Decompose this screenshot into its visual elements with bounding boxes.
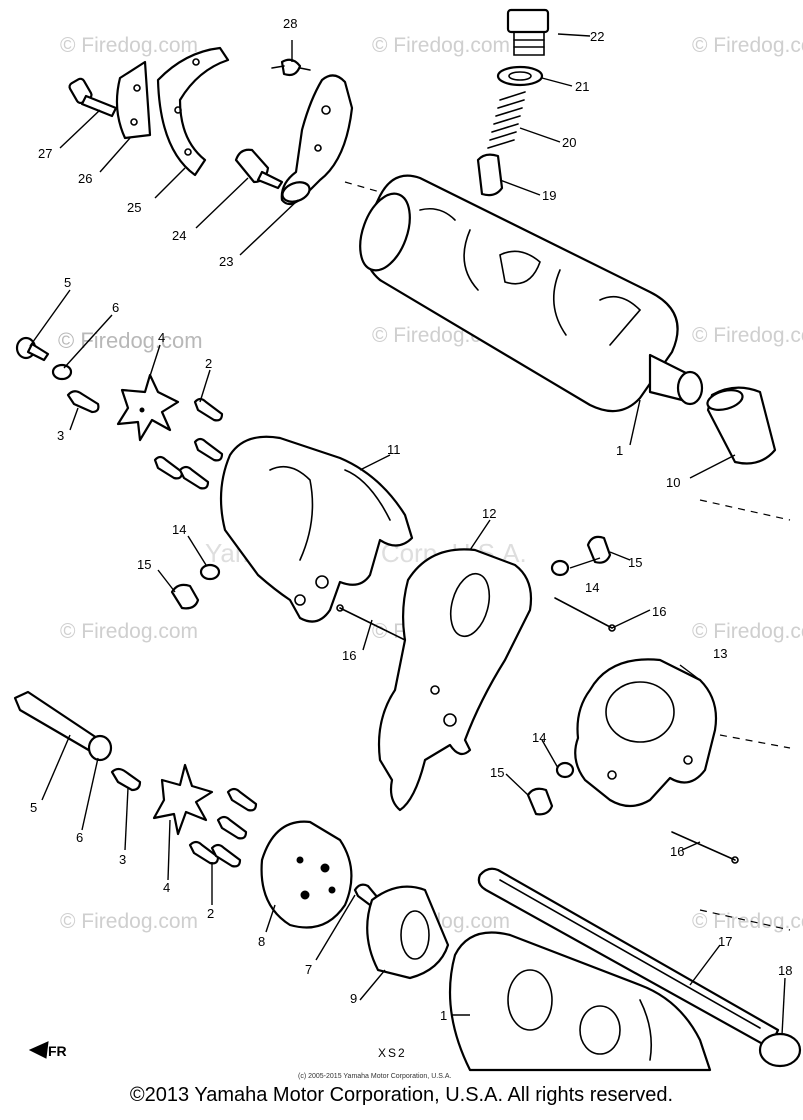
callout-26: 26 (78, 171, 92, 186)
bearing-9 (366, 885, 450, 980)
plate-26 (115, 60, 152, 140)
callout-14: 14 (585, 580, 599, 595)
screw-5-lower (13, 690, 113, 762)
callout-labels: 22 21 20 19 28 27 26 25 24 23 1 10 5 6 3… (30, 16, 792, 1023)
detent-bolt (506, 8, 550, 56)
callout-23: 23 (219, 254, 233, 269)
shift-drum-upper (359, 174, 704, 413)
front-arrow: FR (28, 1041, 67, 1059)
callout-14: 14 (172, 522, 186, 537)
shift-fork-13 (574, 658, 718, 808)
watermark: © Firedog.com (60, 620, 198, 643)
washer-6-upper (51, 363, 73, 381)
watermark: © Firedog.com (692, 324, 803, 347)
callout-16: 16 (342, 648, 356, 663)
callout-24: 24 (172, 228, 186, 243)
pin-3-upper (66, 390, 100, 414)
watermark: © Firedog.com (692, 34, 803, 57)
roller-14-c (555, 761, 575, 779)
watermark: © Firedog.com (692, 910, 803, 933)
segment-4-upper (116, 373, 180, 442)
cotter-16-c (671, 831, 739, 864)
callout-17: 17 (718, 934, 732, 949)
cotter-16-b (554, 597, 616, 632)
watermark: © Firedog.com (60, 34, 198, 57)
roller-14-b (550, 559, 570, 577)
copyright-footer: ©2013 Yamaha Motor Corporation, U.S.A. A… (129, 1084, 674, 1106)
pins-2-lower (188, 787, 258, 868)
watermark: © Firedog.com (692, 620, 803, 643)
callout-2: 2 (205, 356, 212, 371)
detent-spring (487, 91, 526, 149)
callout-4: 4 (163, 880, 170, 895)
callout-7: 7 (305, 962, 312, 977)
callout-27: 27 (38, 146, 52, 161)
bolt-27 (68, 77, 118, 118)
lever-23 (280, 74, 354, 206)
callout-5: 5 (64, 275, 71, 290)
callout-28: 28 (283, 16, 297, 31)
callout-13: 13 (713, 646, 727, 661)
callout-19: 19 (542, 188, 556, 203)
drum-bearing (706, 386, 777, 465)
callout-6: 6 (76, 830, 83, 845)
plug-18 (758, 1032, 802, 1068)
center-axis (699, 499, 791, 521)
detent-washer (496, 65, 544, 87)
shift-fork-12 (377, 548, 533, 812)
cotter-16-a (336, 604, 406, 641)
center-axis (699, 909, 791, 931)
roller-24 (234, 148, 284, 190)
callout-4: 4 (158, 330, 165, 345)
spring-28 (271, 58, 311, 77)
guide-15-a (170, 583, 200, 610)
small-copyright: (c) 2005-2015 Yamaha Motor Corporation, … (298, 1073, 451, 1080)
roller-14-a (199, 563, 221, 581)
leader-lines (29, 33, 786, 1036)
callout-2: 2 (207, 906, 214, 921)
callout-11: 11 (387, 442, 401, 457)
callout-3: 3 (57, 428, 64, 443)
callout-22: 22 (590, 29, 604, 44)
guide-15-b (586, 535, 612, 564)
callout-1: 1 (616, 443, 623, 458)
screw-5-upper (15, 336, 50, 362)
callout-16: 16 (652, 604, 666, 619)
watermark: © Firedog.com (58, 328, 203, 353)
center-axis (719, 734, 791, 749)
detent-pin (476, 153, 504, 197)
callout-8: 8 (258, 934, 265, 949)
callout-1: 1 (440, 1008, 447, 1023)
watermark: © Firedog.com (60, 910, 198, 933)
callout-12: 12 (482, 506, 496, 521)
callout-25: 25 (127, 200, 141, 215)
center-axis (344, 181, 381, 193)
shift-fork-11 (219, 435, 414, 623)
callout-15: 15 (137, 557, 151, 572)
callout-3: 3 (119, 852, 126, 867)
callout-15: 15 (490, 765, 504, 780)
callout-10: 10 (666, 475, 680, 490)
callout-18: 18 (778, 963, 792, 978)
plate-25 (156, 46, 230, 177)
guide-15-c (526, 787, 554, 816)
cam-8 (260, 820, 353, 929)
shift-drum-lower (448, 931, 712, 1072)
callout-5: 5 (30, 800, 37, 815)
callout-6: 6 (112, 300, 119, 315)
pins-2-upper (153, 397, 224, 490)
callout-21: 21 (575, 79, 589, 94)
callout-14: 14 (532, 730, 546, 745)
front-mark: FR (48, 1043, 67, 1059)
model-code: XS2 (378, 1046, 407, 1060)
callout-9: 9 (350, 991, 357, 1006)
watermark: © Firedog.com (372, 34, 510, 57)
pin-3-lower (110, 767, 142, 792)
callout-20: 20 (562, 135, 576, 150)
callout-16: 16 (670, 844, 684, 859)
callout-15: 15 (628, 555, 642, 570)
segment-4-lower (152, 763, 214, 836)
